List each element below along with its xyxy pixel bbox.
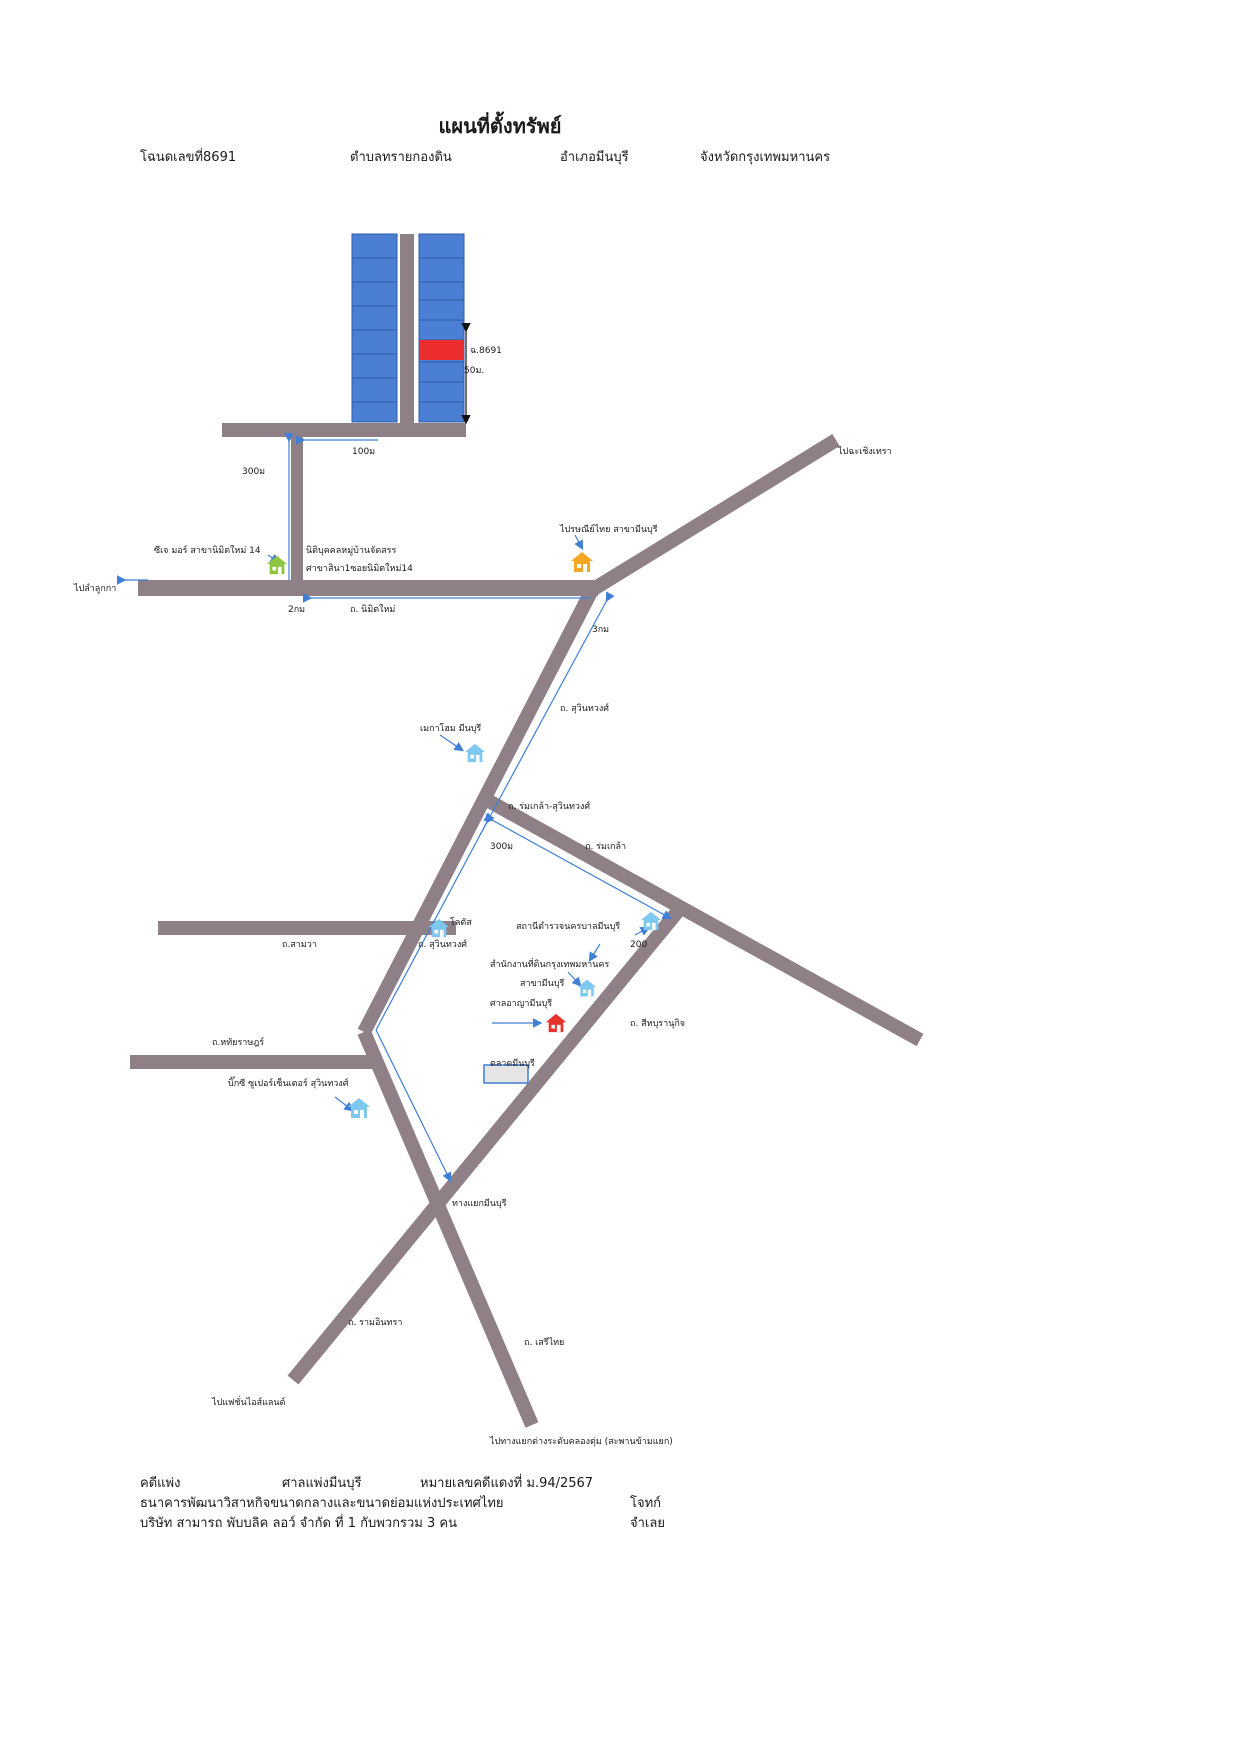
district: อำเภอมีนบุรี: [560, 150, 629, 165]
road-hathairat-label: ถ.หทัยราษฎร์: [212, 1036, 264, 1048]
roads: [130, 234, 924, 1428]
bigc-icon: [348, 1098, 370, 1118]
dist-300m-label: 300ม: [490, 842, 513, 852]
to-chachoengsao-label: ไปฉะเชิงเทรา: [837, 446, 892, 457]
case-number: หมายเลขคดีแดงที่ ม.94/2567: [420, 1476, 594, 1491]
plot-label: ฉ.8691: [470, 346, 502, 356]
defendant-role: จำเลย: [630, 1516, 665, 1531]
court-icon: [545, 1013, 567, 1033]
plaintiff-role: โจทก์: [630, 1496, 662, 1511]
court-label: ศาลอาญามีนบุรี: [490, 998, 552, 1009]
road-suwinthawong-label: ถ. สุวินทวงศ์: [560, 702, 609, 714]
cj-more-label: ซีเจ มอร์ สาขานิมิตใหม่ 14: [154, 544, 261, 556]
subject-plot: [419, 340, 464, 360]
land-office-label-line2: สาขามีนบุรี: [520, 978, 565, 989]
road-suwinthawong-south: [357, 1029, 539, 1428]
deed-number: โฉนดเลขที่8691: [140, 150, 237, 165]
road-romklao-label: ถ. ร่มเกล้า: [585, 841, 626, 852]
plaintiff: ธนาคารพัฒนาวิสาหกิจขนาดกลางและขนาดย่อมแห…: [140, 1496, 504, 1511]
market-label: ตลาดมีนบุรี: [490, 1058, 535, 1069]
minburi-junction-label: ทางแยกมีนบุรี: [452, 1198, 507, 1209]
distance-arrows: [116, 322, 673, 1183]
bigc-label: บิ๊กซี ซูเปอร์เซ็นเตอร์ สุวินทวงศ์: [228, 1076, 349, 1089]
case-type: คดีแพ่ง: [140, 1476, 181, 1491]
dist-3km-label: 3กม: [592, 625, 609, 635]
road-romklao-suwin-label: ถ. ร่มเกล้า-สุวินทวงศ์: [508, 800, 590, 812]
road-to-chachoengsao: [588, 434, 840, 596]
road-sihaburanukit: [287, 900, 689, 1385]
dist-100m-label: 100ม: [352, 447, 375, 457]
plot-depth-label: 50ม.: [464, 366, 484, 376]
dist-300m-side-label: 300ม: [242, 467, 265, 477]
road-nimit-label: ถ. นิมิตใหม่: [350, 604, 395, 615]
map-labels: ฉ.8691 50ม. 100ม 300ม ไปฉะเชิงเทรา ไปรษณ…: [73, 346, 892, 1447]
juristic-label-line1: นิติบุคคลหมู่บ้านจัดสรร: [306, 545, 396, 556]
cj-more-icon: [266, 555, 288, 575]
to-fashion-island-label: ไปแฟชั่นไอส์แลนด์: [211, 1395, 286, 1408]
road-samwa-label: ถ.สามวา: [282, 940, 317, 950]
road-serithai-label: ถ. เสรีไทย: [524, 1337, 564, 1348]
police-label: สถานีตำรวจนครบาลมีนบุรี: [516, 921, 620, 932]
subdistrict: ตำบลทรายกองดิน: [350, 150, 452, 165]
dist-2km-label: 2กม: [288, 605, 305, 615]
defendant: บริษัท สามารถ พับบลิค ลอว์ จำกัด ที่ 1 ก…: [140, 1516, 457, 1531]
road-ramintra-label: ถ. รามอินทรา: [348, 1317, 402, 1328]
post-office-label: ไปรษณีย์ไทย สาขามีนบุรี: [559, 523, 658, 535]
police-station-icon: [640, 911, 662, 931]
road-sihaburanukit-label: ถ. สีหบุรานุกิจ: [630, 1018, 685, 1029]
province: จังหวัดกรุงเทพมหานคร: [700, 150, 831, 165]
to-khlongtum-label: ไปทางแยกต่างระดับคลองตุ่ม (สะพานข้ามแยก): [489, 1436, 673, 1447]
megahome-icon: [464, 743, 486, 763]
lotus-label: โลตัส: [450, 917, 472, 928]
dist-200-label: 200: [630, 940, 647, 950]
market-marker: [483, 1064, 529, 1084]
land-office-label-line1: สำนักงานที่ดินกรุงเทพมหานคร: [490, 957, 609, 970]
land-office-icon: [577, 979, 597, 997]
juristic-label-line2: ศาขาสินา1ซอยนิมิตใหม่14: [306, 563, 413, 574]
post-office-icon: [571, 552, 593, 572]
to-lamlukka-label: ไปลำลูกกา: [73, 583, 116, 594]
parcel-blocks: [351, 233, 465, 423]
case-court: ศาลแพ่งมีนบุรี: [282, 1476, 362, 1491]
megahome-label: เมกาโฮม มีนบุรี: [420, 723, 481, 734]
map-title: แผนที่ตั้งทรัพย์: [438, 114, 562, 138]
road-suwinthawong: [357, 586, 599, 1036]
road-suwinthawong2-label: ถ. สุวินทวงศ์: [418, 938, 467, 950]
